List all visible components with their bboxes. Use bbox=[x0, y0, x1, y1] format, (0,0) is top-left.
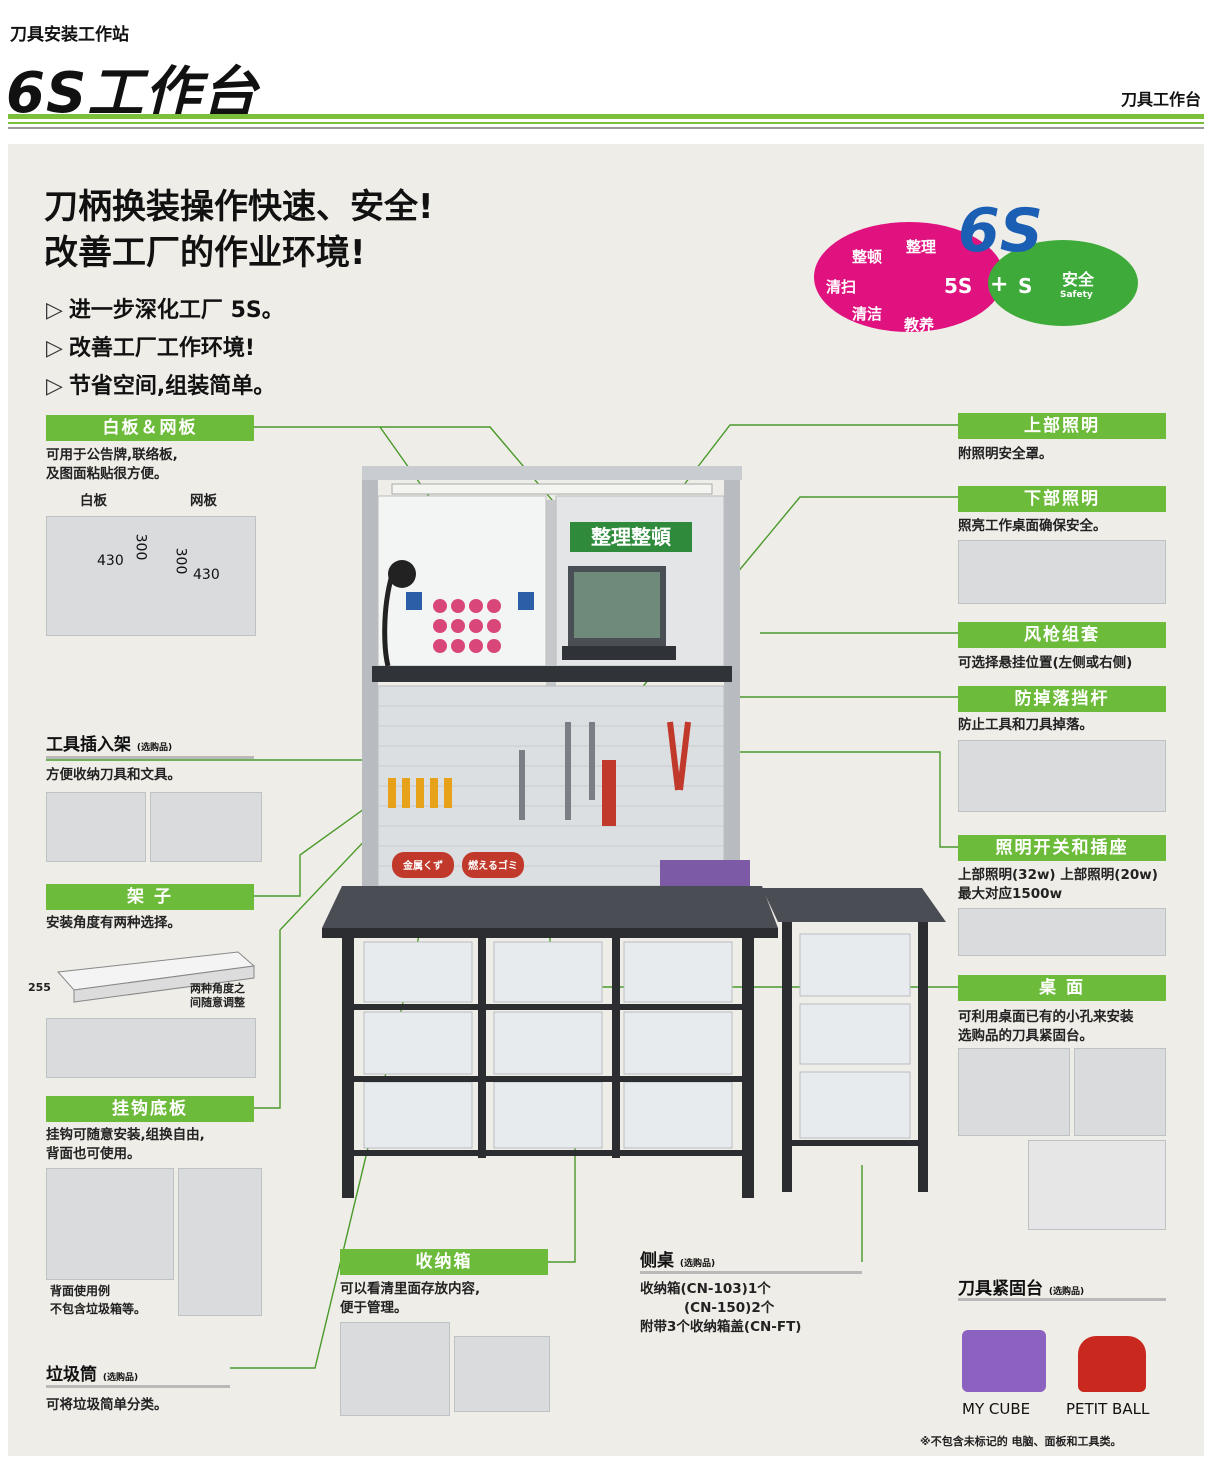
petit-ball-image bbox=[1078, 1336, 1146, 1392]
badge-safety-cn: 安全 bbox=[1062, 270, 1095, 289]
badge-item: 整理 bbox=[906, 238, 937, 256]
bullet-item: ▷改善工厂工作环境! bbox=[46, 336, 255, 361]
sign-board bbox=[570, 522, 692, 552]
dim-width-mesh: 430 bbox=[193, 567, 220, 583]
label-board: 白板＆网板 bbox=[46, 415, 254, 441]
triangle-arrow-icon: ▷ bbox=[46, 298, 63, 323]
badge-item: 清洁 bbox=[852, 305, 883, 323]
desc-storage: 可以看清里面存放内容, 便于管理。 bbox=[340, 1281, 481, 1316]
underline bbox=[46, 756, 254, 759]
my-cube-image bbox=[962, 1330, 1046, 1392]
label-petit-ball: PETIT BALL bbox=[1066, 1400, 1150, 1418]
desc-hook-board: 挂钩可随意安装,组换自由, 背面也可使用。 bbox=[46, 1127, 205, 1162]
desc-switch: 上部照明(32w) 上部照明(20w) 最大对应1500w bbox=[958, 867, 1158, 902]
desc-bottom-light: 照亮工作桌面确保安全。 bbox=[958, 518, 1107, 534]
photo-switch bbox=[958, 908, 1166, 956]
bin-label-metal: 金属くず bbox=[402, 859, 443, 872]
desc-trash: 可将垃圾简单分类。 bbox=[46, 1397, 168, 1413]
photo-hook-board-1 bbox=[46, 1168, 174, 1280]
photo-desk-1 bbox=[958, 1048, 1070, 1136]
triangle-arrow-icon: ▷ bbox=[46, 336, 63, 361]
underline bbox=[640, 1271, 862, 1274]
label-desk: 桌 面 bbox=[958, 975, 1166, 1001]
badge-item: 整顿 bbox=[852, 248, 883, 266]
section-tag: 刀具工作台 bbox=[1120, 90, 1201, 109]
dim-shelf: 255 bbox=[28, 981, 51, 994]
desc-tool-rack: 方便收纳刀具和文具。 bbox=[46, 767, 181, 783]
workstation-illustration: 整理整頓 金属くず 燃えるゴミ bbox=[322, 466, 946, 1198]
bin-label-burnable: 燃えるゴミ bbox=[468, 859, 518, 872]
label-my-cube: MY CUBE bbox=[962, 1400, 1031, 1418]
desc-shelf: 安装角度有两种选择。 bbox=[46, 915, 181, 931]
badge-safety-en: Safety bbox=[1060, 290, 1093, 300]
photo-storage-1 bbox=[340, 1322, 450, 1416]
label-side-desk: 侧桌 (选购品) bbox=[640, 1251, 716, 1271]
desc-board: 可用于公告牌,联络板, 及图面粘贴很方便。 bbox=[46, 447, 178, 482]
badge-5s-circle bbox=[814, 222, 1004, 332]
label-whiteboard: 白板 bbox=[80, 493, 107, 509]
note-hook-board: 背面使用例 不包含垃圾箱等。 bbox=[50, 1284, 147, 1316]
header-rule-gray bbox=[8, 127, 1204, 129]
label-shelf: 架 子 bbox=[46, 884, 254, 910]
photo-shelf bbox=[46, 1018, 256, 1078]
label-switch: 照明开关和插座 bbox=[958, 835, 1166, 861]
headline-line2: 改善工厂的作业环境! bbox=[44, 233, 366, 273]
bullet-item: ▷节省空间,组装简单。 bbox=[46, 374, 276, 399]
label-guard: 防掉落挡杆 bbox=[958, 686, 1166, 712]
label-trash: 垃圾筒 (选购品) bbox=[46, 1365, 139, 1385]
footnote: ※不包含未标记的 电脑、面板和工具类。 bbox=[920, 1435, 1122, 1448]
desc-side-desk: 收纳箱(CN-103)1个 (CN-150)2个 附带3个收纳箱盖(CN-FT) bbox=[640, 1281, 802, 1335]
underline bbox=[46, 1385, 230, 1388]
badge-plus: + bbox=[990, 272, 1009, 297]
desc-desk: 可利用桌面已有的小孔来安装 选购品的刀具紧固台。 bbox=[958, 1009, 1134, 1044]
photo-tool-rack-2 bbox=[150, 792, 262, 862]
dim-height-mesh: 300 bbox=[172, 547, 189, 575]
header-rule bbox=[8, 114, 1204, 119]
photo-desk-3 bbox=[1028, 1140, 1166, 1230]
label-meshboard: 网板 bbox=[190, 493, 217, 509]
badge-item: 清扫 bbox=[826, 278, 857, 296]
badge-safety-circle bbox=[988, 240, 1138, 326]
photo-guard bbox=[958, 740, 1166, 812]
badge-s: S bbox=[1018, 274, 1033, 298]
bullet-item: ▷进一步深化工厂 5S。 bbox=[46, 298, 284, 323]
badge-6s-text: 6S bbox=[958, 196, 1043, 266]
category-title: 刀具安装工作站 bbox=[10, 25, 129, 45]
label-air-gun: 风枪组套 bbox=[958, 622, 1166, 648]
label-storage: 收纳箱 bbox=[340, 1249, 548, 1275]
badge-5s: 5S bbox=[944, 274, 973, 298]
sign-text: 整理整頓 bbox=[590, 525, 671, 549]
photo-storage-2 bbox=[454, 1336, 550, 1412]
desc-guard: 防止工具和刀具掉落。 bbox=[958, 717, 1093, 733]
photo-hook-board-2 bbox=[178, 1168, 262, 1316]
label-hook-board: 挂钩底板 bbox=[46, 1096, 254, 1122]
photo-tool-rack-1 bbox=[46, 792, 146, 862]
underline bbox=[958, 1298, 1166, 1301]
note-shelf: 两种角度之 间随意调整 bbox=[190, 982, 245, 1009]
headline: 刀柄换装操作快速、安全! 改善工厂的作业环境! bbox=[44, 184, 434, 276]
label-tool-rack: 工具插入架 (选购品) bbox=[46, 735, 173, 755]
label-top-light: 上部照明 bbox=[958, 413, 1166, 439]
desc-top-light: 附照明安全罩。 bbox=[958, 446, 1053, 462]
headline-line1: 刀柄换装操作快速、安全! bbox=[44, 187, 434, 227]
label-fixture: 刀具紧固台 (选购品) bbox=[958, 1279, 1085, 1299]
desc-air-gun: 可选择悬挂位置(左侧或右侧) bbox=[958, 655, 1133, 671]
shelf-diagram bbox=[56, 951, 256, 1003]
label-bottom-light: 下部照明 bbox=[958, 486, 1166, 512]
dim-height-white: 300 bbox=[132, 533, 149, 561]
photo-board: 430 300 430 300 bbox=[46, 516, 256, 636]
photo-bottom-light bbox=[958, 540, 1166, 604]
badge-item: 教养 bbox=[904, 316, 935, 334]
photo-desk-2 bbox=[1074, 1048, 1166, 1136]
triangle-arrow-icon: ▷ bbox=[46, 374, 63, 399]
header-rule-thin bbox=[8, 122, 1204, 124]
dim-width-white: 430 bbox=[97, 553, 124, 569]
